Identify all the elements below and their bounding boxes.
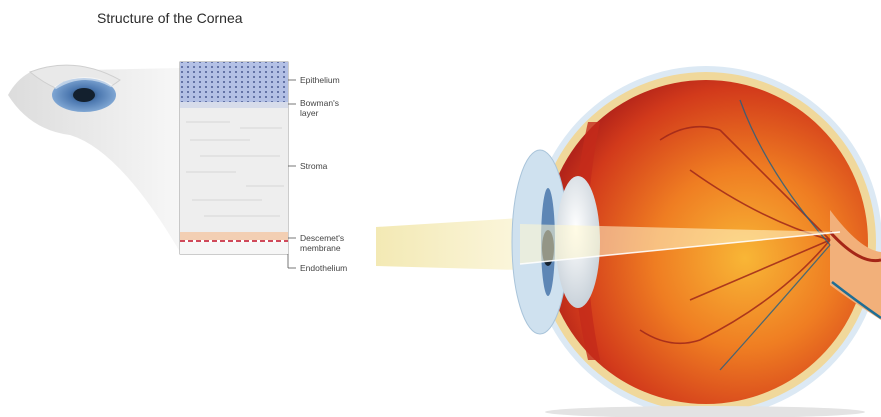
label-endothelium: Endothelium: [300, 263, 347, 273]
label-epithelium: Epithelium: [300, 75, 340, 85]
eye-illustration: [376, 66, 881, 417]
light-beam: [376, 218, 520, 270]
label-stroma: Stroma: [300, 161, 327, 171]
endothelium-layer: [180, 242, 288, 254]
descemets-membrane-layer: [180, 232, 288, 240]
cornea-cross-section: [180, 62, 296, 268]
epithelium-layer: [180, 62, 288, 102]
label-descemets-line2: membrane: [300, 243, 341, 253]
stroma-layer: [180, 108, 288, 232]
label-descemets-line1: Descemet's: [300, 233, 344, 243]
eye-thumbnail: [8, 65, 180, 252]
label-bowmans-line1: Bowman's: [300, 98, 339, 108]
label-bowmans-line2: layer: [300, 108, 318, 118]
bowmans-layer: [180, 102, 288, 108]
